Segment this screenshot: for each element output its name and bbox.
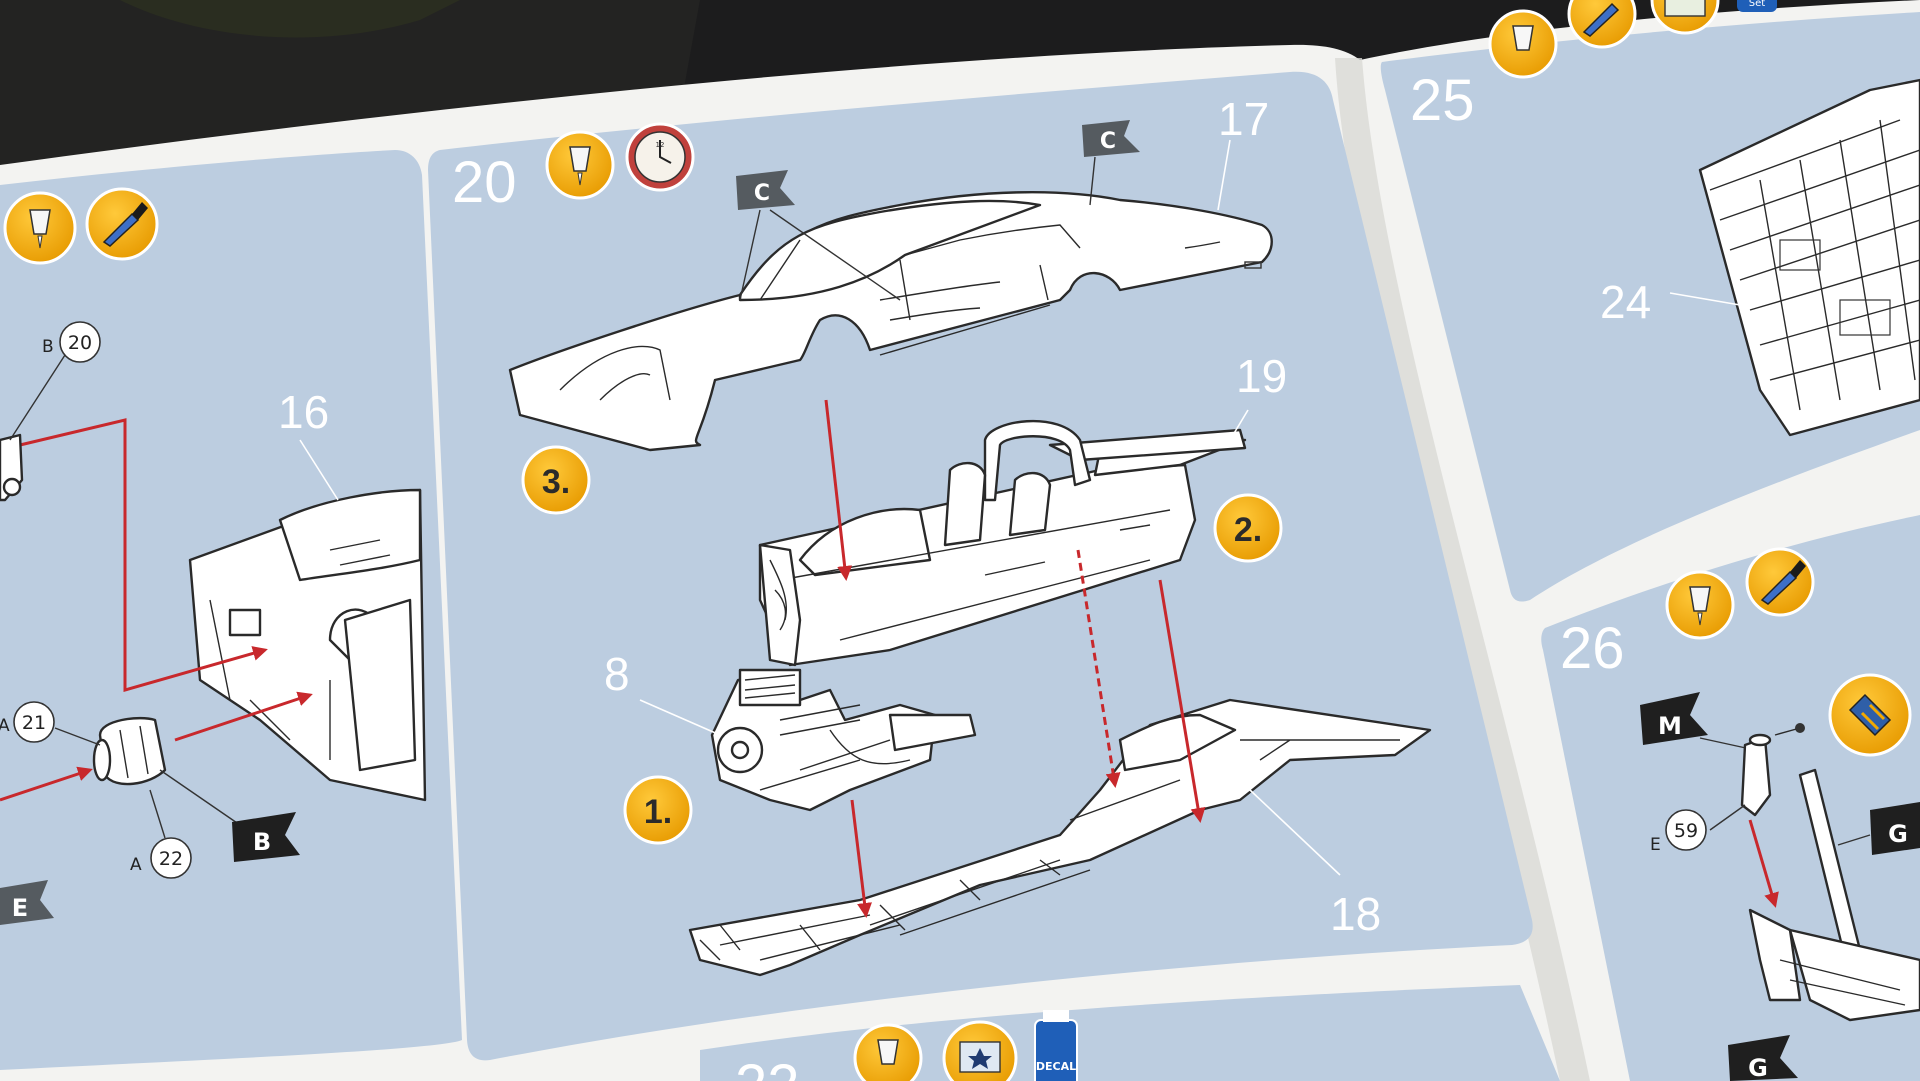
flag-G-2: G: [1728, 1035, 1798, 1081]
callout-prefix: B: [42, 337, 54, 357]
bottle-label: DECAL: [1036, 1060, 1076, 1073]
flag-B: B: [232, 812, 300, 862]
step-number-20: 20: [452, 150, 517, 215]
step-number-26: 26: [1560, 616, 1625, 681]
callout-number: 20: [68, 332, 92, 354]
decal-icon: [942, 1020, 1018, 1081]
svg-text:12: 12: [656, 141, 665, 149]
callout-A22: A 22: [130, 837, 192, 879]
part-16-fender-drawing: [188, 488, 427, 802]
callout-A21: A 21: [0, 701, 55, 743]
part-18-label: 18: [1330, 888, 1381, 940]
flag-G-1: G: [1870, 802, 1920, 855]
callout-prefix: A: [0, 716, 10, 736]
order-number: 2.: [1234, 511, 1262, 549]
flag-letter: G: [1748, 1054, 1768, 1081]
order-badge-1: 1.: [623, 775, 693, 845]
flag-letter: B: [253, 828, 271, 856]
flag-letter: C: [1100, 129, 1116, 154]
part-17-label: 17: [1218, 93, 1269, 145]
flag-letter: G: [1888, 820, 1908, 848]
part-19-label: 19: [1236, 350, 1287, 402]
decal-bottle-icon: DECAL: [1034, 1010, 1078, 1081]
bottle-label: Set: [1749, 0, 1766, 9]
step-number-22: 22: [735, 1053, 800, 1081]
flag-letter: M: [1658, 712, 1682, 740]
part-19-interior-tub-drawing: [758, 419, 1247, 667]
sand-icon: [1828, 673, 1912, 757]
flag-letter: E: [12, 894, 28, 922]
callout-number: 59: [1674, 820, 1698, 842]
part-18-chassis-drawing: [688, 698, 1432, 977]
callout-number: 21: [22, 712, 46, 734]
part-8-engine-drawing: [710, 668, 977, 812]
flag-C-2: C: [1082, 120, 1140, 206]
flag-letter: C: [754, 181, 770, 206]
steering-column-drawing: [1748, 768, 1920, 1022]
order-number: 1.: [644, 793, 672, 831]
decal-bottle-icon-top: Set: [1737, 0, 1777, 12]
callout-prefix: A: [130, 855, 142, 875]
clock-icon: 12: [625, 122, 695, 192]
step-number-25: 25: [1410, 68, 1475, 133]
flag-E: E: [0, 880, 54, 925]
order-badge-2: 2.: [1213, 493, 1283, 563]
part-17-car-body-drawing: [508, 191, 1273, 452]
part-22-cap: [92, 716, 167, 786]
callout-B20: B 20: [42, 321, 101, 363]
order-number: 3.: [542, 463, 570, 501]
part-59-rod-drawing: [1740, 723, 1805, 817]
left-step-icons: [3, 187, 159, 265]
callout-number: 22: [159, 848, 183, 870]
part-24-label: 24: [1600, 276, 1651, 328]
callout-E59: E 59: [1650, 809, 1707, 855]
part-8-label: 8: [604, 648, 630, 700]
part-20-bracket: [0, 433, 24, 502]
flag-C-1: C: [736, 170, 901, 301]
callout-prefix: E: [1650, 835, 1661, 855]
order-badge-3: 3.: [521, 445, 591, 515]
flag-M: M: [1640, 692, 1708, 745]
part-16-label: 16: [278, 386, 329, 438]
decal-icon: [1650, 0, 1720, 35]
part-24-floor-pan-drawing: [1698, 78, 1920, 437]
